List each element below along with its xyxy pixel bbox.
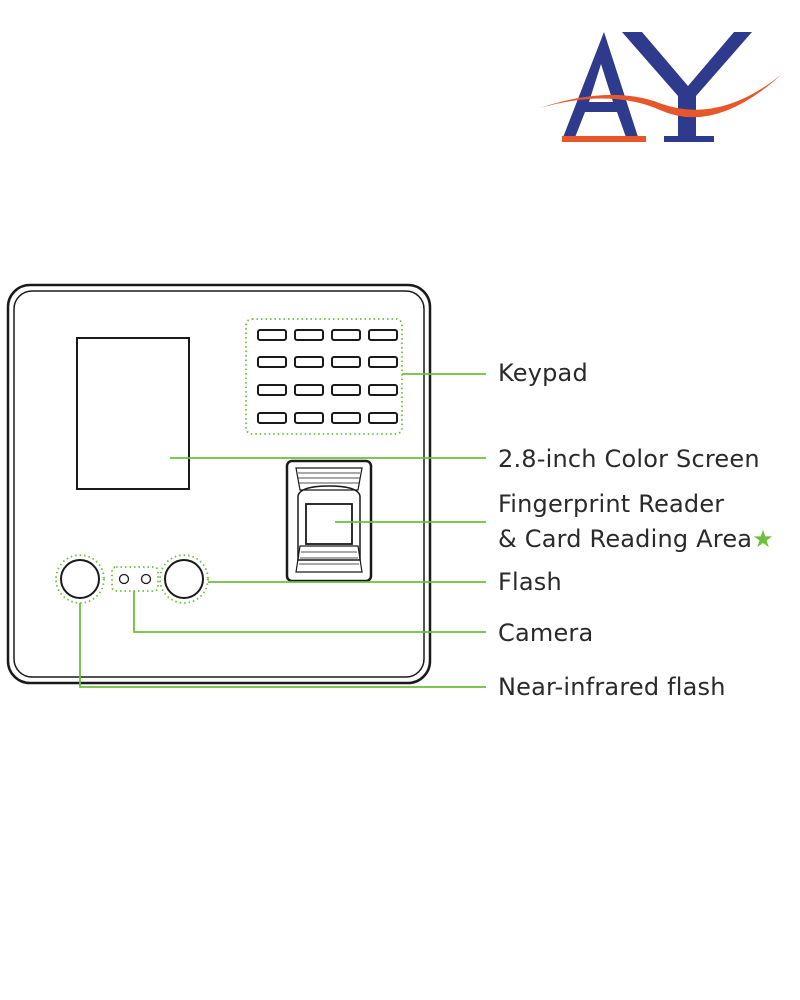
keypad-key <box>294 384 324 396</box>
logo-serif-y <box>664 136 714 142</box>
logo-letter-y <box>622 32 752 140</box>
camera-lens-left <box>118 573 130 585</box>
fingerprint-label-text: & Card Reading Area <box>498 525 753 553</box>
keypad-key <box>368 384 398 396</box>
camera-highlight <box>111 566 159 592</box>
brand-logo <box>540 32 782 142</box>
device-outer-frame <box>6 283 432 685</box>
keypad-key <box>257 412 287 424</box>
camera-leader <box>133 591 486 633</box>
camera-label: Camera <box>498 619 594 647</box>
near-infrared-flash <box>55 554 105 604</box>
keypad-key <box>257 384 287 396</box>
fingerprint-housing <box>285 459 373 583</box>
keypad-keys <box>257 329 398 424</box>
flash <box>159 554 209 604</box>
fingerprint-top-ridges <box>295 467 363 491</box>
fingerprint-reader <box>285 459 373 583</box>
fingerprint-finger-guide <box>297 485 361 561</box>
keypad <box>245 318 403 435</box>
keypad-key <box>331 412 361 424</box>
keypad-key <box>368 356 398 368</box>
nir-flash-label: Near-infrared flash <box>498 673 726 701</box>
fingerprint-label-line1: Fingerprint Reader <box>498 490 725 518</box>
logo-serif-a <box>562 136 646 142</box>
logo-letter-a <box>562 32 639 140</box>
logo-swoosh <box>540 74 782 118</box>
leader-lines <box>79 373 486 688</box>
keypad-key <box>368 412 398 424</box>
keypad-key <box>368 329 398 341</box>
flash-lens <box>164 559 204 599</box>
optional-star-icon: ★ <box>752 525 774 553</box>
device-inner-frame <box>13 290 425 678</box>
color-screen <box>76 337 190 490</box>
keypad-key <box>331 329 361 341</box>
keypad-key <box>331 384 361 396</box>
keypad-key <box>294 356 324 368</box>
keypad-label: Keypad <box>498 359 588 387</box>
flash-label: Flash <box>498 568 562 596</box>
fingerprint-bottom-lip <box>295 545 363 573</box>
keypad-highlight <box>245 318 403 435</box>
nir-flash-lens <box>60 559 100 599</box>
keypad-key <box>294 329 324 341</box>
flash-highlight <box>159 554 209 604</box>
screen-label: 2.8-inch Color Screen <box>498 445 760 473</box>
keypad-key <box>257 356 287 368</box>
fingerprint-sensor <box>305 503 353 545</box>
camera-lens-right <box>140 573 152 585</box>
device-body <box>6 283 432 685</box>
keypad-key <box>257 329 287 341</box>
keypad-key <box>294 412 324 424</box>
nir-flash-leader <box>79 603 486 688</box>
camera <box>111 566 159 592</box>
fingerprint-label-line2: & Card Reading Area★ <box>498 524 774 554</box>
keypad-key <box>331 356 361 368</box>
